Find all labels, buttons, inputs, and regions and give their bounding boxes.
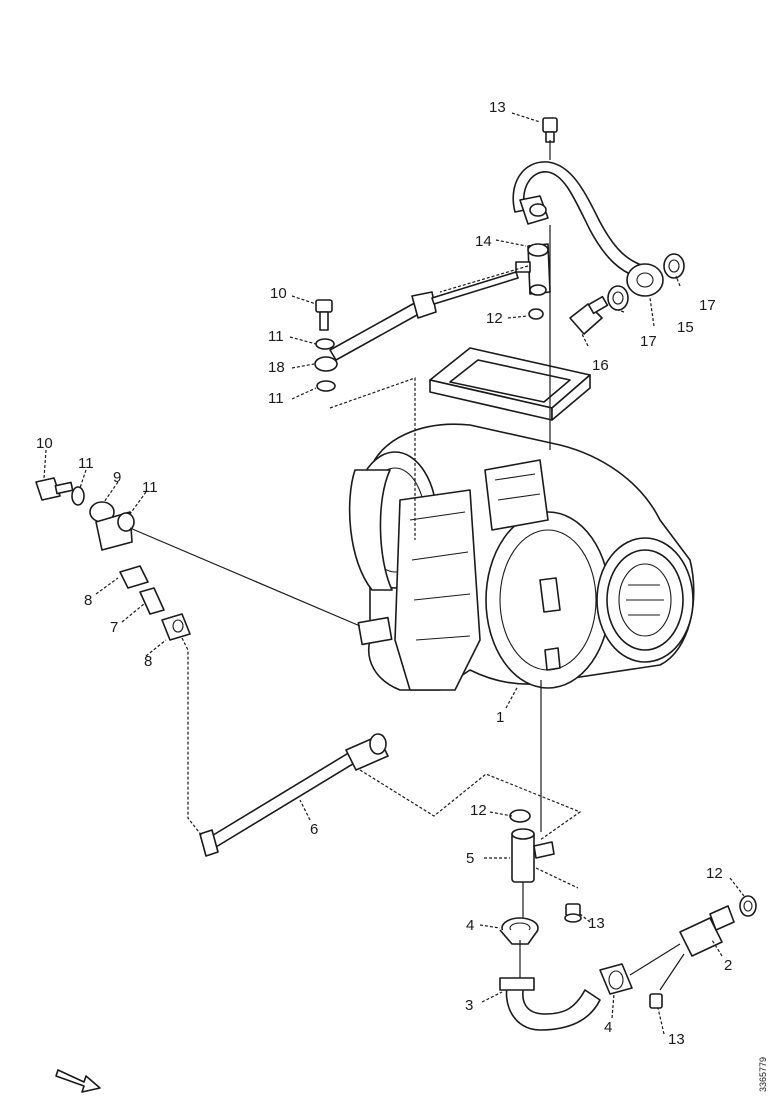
callout-13-middle: 13 [588,915,605,932]
callout-6: 6 [310,821,318,838]
leader-lines [43,112,745,1035]
callout-3: 3 [465,997,473,1014]
callout-13-top: 13 [489,99,506,116]
oil-supply-pipe-assembly [512,117,685,335]
direction-arrow-icon [55,1069,101,1093]
callout-8-upper: 8 [84,592,92,609]
callout-11-upper: 11 [268,328,284,345]
callout-1: 1 [496,709,504,726]
callout-4-upper: 4 [466,917,474,934]
callout-5: 5 [466,850,474,867]
callout-12-middle: 12 [470,802,487,819]
callout-10-top: 10 [270,285,287,302]
figure-reference-number: 3365779 [758,1057,768,1092]
callout-11-lower: 11 [268,390,284,407]
callout-2: 2 [724,957,732,974]
oil-pipe [199,733,389,857]
callout-8-lower: 8 [144,653,152,670]
assembly-lines [129,140,685,991]
callout-11-right: 11 [142,479,158,496]
callout-13-lower: 13 [668,1031,685,1048]
left-fittings [35,477,191,641]
drain-assembly [499,809,757,1031]
callout-14: 14 [475,233,492,250]
callout-12-right: 12 [706,865,723,882]
callout-11-left: 11 [78,455,94,472]
callout-17-left: 17 [640,333,657,350]
turbocharger [348,347,695,691]
callout-9: 9 [113,469,121,486]
sensor-line-assembly [314,271,519,392]
callout-15: 15 [677,319,694,336]
callouts: 13 14 12 10 11 18 11 17 17 15 16 10 11 9… [36,99,732,1048]
callout-16: 16 [592,357,609,374]
callout-17-right: 17 [699,297,716,314]
callout-10-left: 10 [36,435,53,452]
callout-12-top: 12 [486,310,503,327]
callout-7: 7 [110,619,118,636]
callout-4-lower: 4 [604,1019,612,1036]
callout-18: 18 [268,359,285,376]
